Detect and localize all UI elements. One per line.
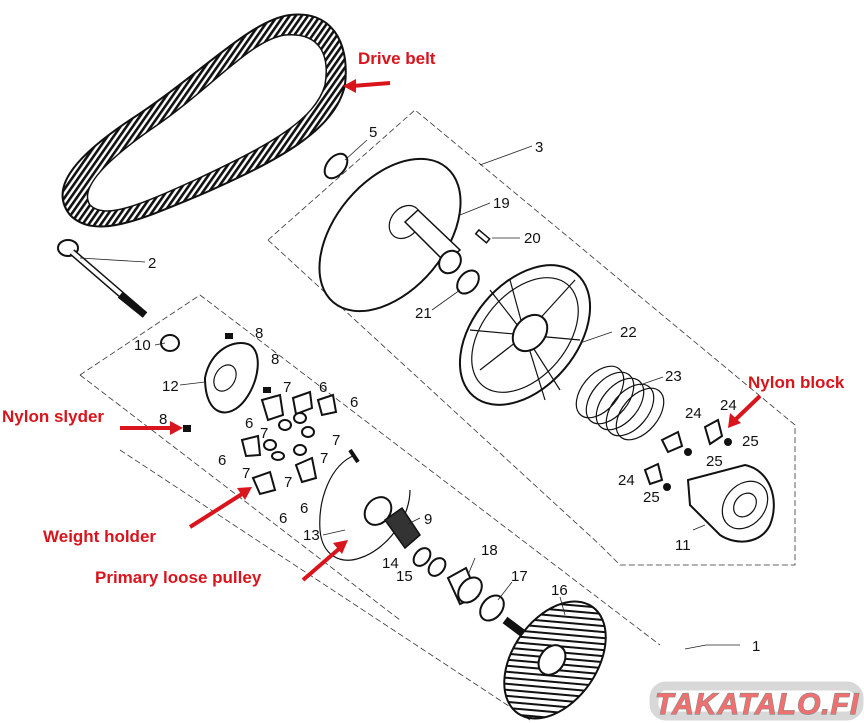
callout-nylon-slyder: Nylon slyder <box>2 407 104 426</box>
part-label-24c: 24 <box>618 472 635 489</box>
part-label-6f: 6 <box>279 510 287 527</box>
bushing-part <box>383 506 421 550</box>
ring-part <box>323 152 349 180</box>
part-label-3: 3 <box>535 139 543 156</box>
part-number-labels: 1 2 3 5 19 20 21 22 23 24 24 24 25 25 25… <box>134 124 760 655</box>
part-label-13: 13 <box>303 527 320 544</box>
part-label-7a: 7 <box>283 379 291 396</box>
callout-nylon-block: Nylon block <box>748 373 845 392</box>
callout-drive-belt: Drive belt <box>358 49 436 68</box>
watermark: TAKATALO.FI <box>649 681 864 722</box>
part-label-5: 5 <box>369 124 377 141</box>
part-label-19: 19 <box>493 195 510 212</box>
part-label-2: 2 <box>148 255 156 272</box>
nylon-block-parts <box>643 418 732 491</box>
part-label-7b: 7 <box>260 425 268 442</box>
part-label-6e: 6 <box>300 500 308 517</box>
washer-part <box>427 557 447 577</box>
part-label-9: 9 <box>424 511 432 528</box>
part-label-6d: 6 <box>218 452 226 469</box>
part-label-15: 15 <box>396 568 413 585</box>
part-label-6a: 6 <box>319 379 327 396</box>
part-label-14: 14 <box>382 555 399 572</box>
part-label-24b: 24 <box>720 397 737 414</box>
secondary-movable-sheave-part <box>458 264 592 406</box>
key-part <box>474 228 491 244</box>
part-label-18: 18 <box>481 542 498 559</box>
part-label-24a: 24 <box>685 405 702 422</box>
spring-part <box>575 365 665 441</box>
part-label-6c: 6 <box>245 415 253 432</box>
part-label-22: 22 <box>620 324 637 341</box>
part-label-7d: 7 <box>320 450 328 467</box>
part-label-21: 21 <box>415 305 432 322</box>
part-label-1: 1 <box>752 638 760 655</box>
part-label-12: 12 <box>162 378 179 395</box>
callout-weight-holder: Weight holder <box>43 527 156 546</box>
part-label-8b: 8 <box>271 351 279 368</box>
part-label-25b: 25 <box>706 453 723 470</box>
circlip-part <box>456 269 480 295</box>
drive-belt-part <box>61 13 347 228</box>
part-label-7f: 7 <box>284 474 292 491</box>
part-label-7c: 7 <box>332 432 340 449</box>
secondary-fixed-sheave-part <box>318 157 462 313</box>
part-label-10: 10 <box>134 337 151 354</box>
primary-fixed-sheave-part <box>502 600 607 720</box>
part-label-25c: 25 <box>643 489 660 506</box>
spacer-part <box>479 594 505 622</box>
part-label-11: 11 <box>675 537 691 554</box>
part-label-7e: 7 <box>242 465 250 482</box>
callout-primary-loose-pulley: Primary loose pulley <box>95 568 262 587</box>
primary-movable-sheave-part <box>319 448 411 561</box>
part-label-25a: 25 <box>742 433 759 450</box>
part-label-20: 20 <box>524 230 541 247</box>
washer-part <box>412 547 432 567</box>
watermark-text: TAKATALO.FI <box>655 688 859 721</box>
cam-part <box>686 463 775 543</box>
part-label-23: 23 <box>665 368 682 385</box>
bolt-part <box>57 239 148 318</box>
leader-lines <box>79 139 740 650</box>
part-label-6b: 6 <box>350 394 358 411</box>
part-label-17: 17 <box>511 568 528 585</box>
bearing-part <box>446 566 483 606</box>
callout-arrows <box>120 79 762 582</box>
weight-holder-parts <box>240 390 338 496</box>
part-label-8c: 8 <box>159 411 167 428</box>
part-label-16: 16 <box>551 582 568 599</box>
part-label-8a: 8 <box>255 325 263 342</box>
primary-spider-parts <box>160 333 271 432</box>
